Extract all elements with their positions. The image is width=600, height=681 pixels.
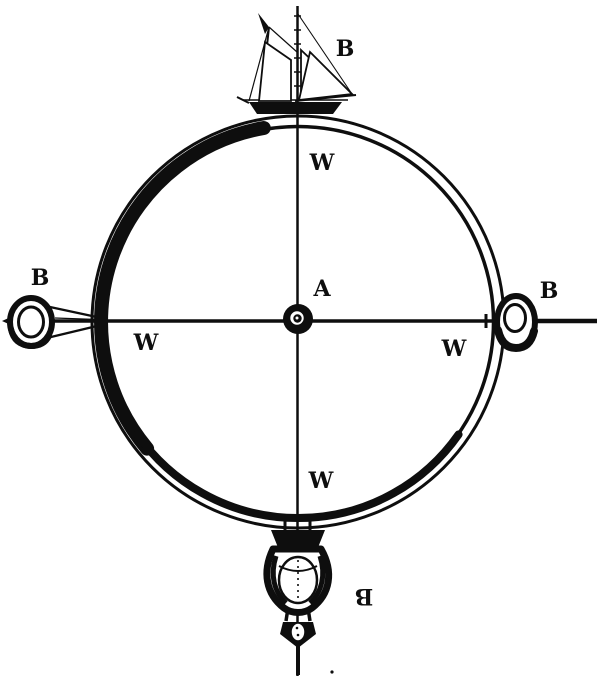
ship-hull (249, 102, 342, 114)
spring-stay-rigging (268, 26, 298, 53)
label-b-left-eyepiece: B (30, 265, 50, 291)
main-boom (294, 94, 357, 102)
label-b-bottom-inverted: B (354, 583, 374, 609)
fore-gaff-sail (258, 40, 292, 102)
axis-arrow-left-icon (2, 316, 13, 326)
stray-dot (330, 670, 334, 674)
rim-shading-heavy-arc (94, 121, 271, 456)
gunwale-line (278, 565, 318, 572)
eyepiece-right-icon (494, 293, 538, 353)
pennant-flag-icon (258, 13, 269, 34)
label-b-top-ship: B (335, 36, 355, 62)
label-w-left: W (133, 330, 159, 356)
label-b-right-eyepiece: B (539, 278, 559, 304)
inverted-hull (271, 530, 325, 550)
eyepiece-left-icon (2, 295, 55, 350)
label-a-center: A (313, 276, 331, 302)
label-w-top: W (309, 150, 335, 176)
backstay-rigging (297, 13, 353, 95)
label-w-right: W (441, 336, 467, 362)
label-w-bottom: W (308, 468, 334, 494)
inverted-boat-icon (263, 517, 334, 675)
center-pivot-hub (283, 304, 313, 334)
schooner-ship-icon (236, 13, 357, 114)
sight-cone-left (49, 305, 100, 339)
bowsprit (236, 96, 250, 104)
forestay-rigging (248, 26, 270, 102)
